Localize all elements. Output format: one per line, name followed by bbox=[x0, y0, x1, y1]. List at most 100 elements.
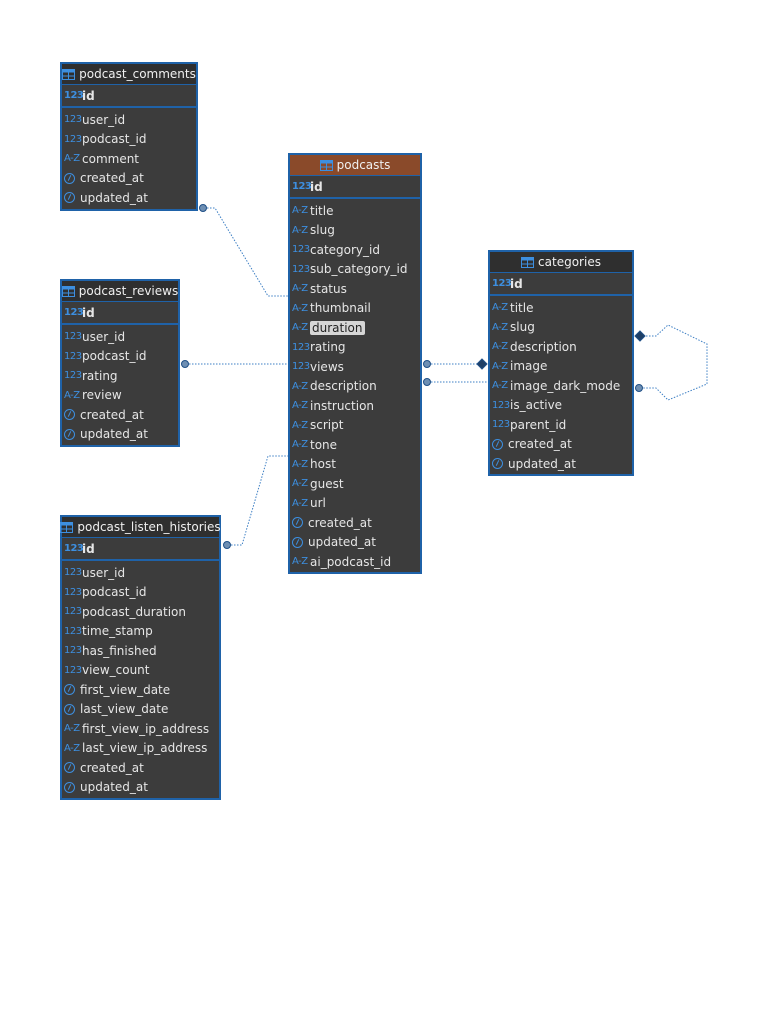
text-type-icon: A-Z bbox=[292, 556, 308, 568]
datetime-type-icon bbox=[64, 409, 75, 421]
column-row[interactable]: first_view_date bbox=[62, 680, 219, 700]
link-histories-podcasts bbox=[228, 455, 290, 546]
column-name: ai_podcast_id bbox=[310, 554, 392, 569]
text-type-icon: A-Z bbox=[292, 400, 308, 412]
column-name: id bbox=[82, 305, 95, 320]
entity-header[interactable]: categories bbox=[490, 252, 632, 273]
column-row[interactable]: created_at bbox=[290, 513, 420, 533]
entity-header[interactable]: podcast_listen_histories bbox=[60, 517, 221, 538]
column-name: url bbox=[310, 496, 326, 511]
column-name: created_at bbox=[80, 760, 144, 775]
column-row[interactable]: last_view_date bbox=[62, 700, 219, 720]
entity-header[interactable]: podcasts bbox=[290, 155, 420, 176]
numeric-type-icon: 123 bbox=[292, 181, 312, 192]
numeric-type-icon: 123 bbox=[64, 606, 82, 618]
column-name: created_at bbox=[80, 171, 144, 186]
column-row[interactable]: created_at bbox=[62, 169, 196, 189]
numeric-type-icon: 123 bbox=[64, 625, 82, 637]
column-name: podcast_duration bbox=[82, 604, 186, 619]
column-row[interactable]: created_at bbox=[62, 405, 178, 425]
entity-title: categories bbox=[538, 255, 601, 269]
column-row[interactable]: updated_at bbox=[62, 778, 219, 798]
entity-header[interactable]: podcast_comments bbox=[62, 64, 196, 85]
column-row[interactable]: updated_at bbox=[490, 454, 632, 474]
datetime-type-icon bbox=[64, 192, 75, 204]
column-row[interactable]: created_at bbox=[490, 435, 632, 455]
numeric-type-icon: 123 bbox=[64, 664, 82, 676]
datetime-type-icon bbox=[64, 781, 75, 793]
column-name: slug bbox=[510, 320, 535, 335]
column-name: status bbox=[310, 281, 347, 296]
column-name: image bbox=[510, 359, 548, 374]
column-name: is_active bbox=[510, 398, 563, 413]
column-name: updated_at bbox=[80, 190, 148, 205]
entity-header[interactable]: podcast_reviews bbox=[61, 281, 178, 302]
column-name: last_view_ip_address bbox=[82, 741, 208, 756]
text-type-icon: A-Z bbox=[292, 497, 308, 509]
column-name: user_id bbox=[82, 112, 126, 127]
numeric-type-icon: 123 bbox=[64, 567, 82, 579]
column-row[interactable]: updated_at bbox=[62, 188, 196, 208]
text-type-icon: A-Z bbox=[292, 322, 308, 334]
column-row[interactable]: updated_at bbox=[290, 533, 420, 553]
text-type-icon: A-Z bbox=[292, 439, 308, 451]
column-name: comment bbox=[82, 151, 140, 166]
numeric-type-icon: 123 bbox=[492, 399, 510, 411]
column-row[interactable]: updated_at bbox=[62, 425, 178, 445]
column-row[interactable]: created_at bbox=[62, 758, 219, 778]
text-type-icon: A-Z bbox=[292, 380, 308, 392]
column-name: views bbox=[310, 359, 344, 374]
column-name: id bbox=[310, 179, 323, 194]
